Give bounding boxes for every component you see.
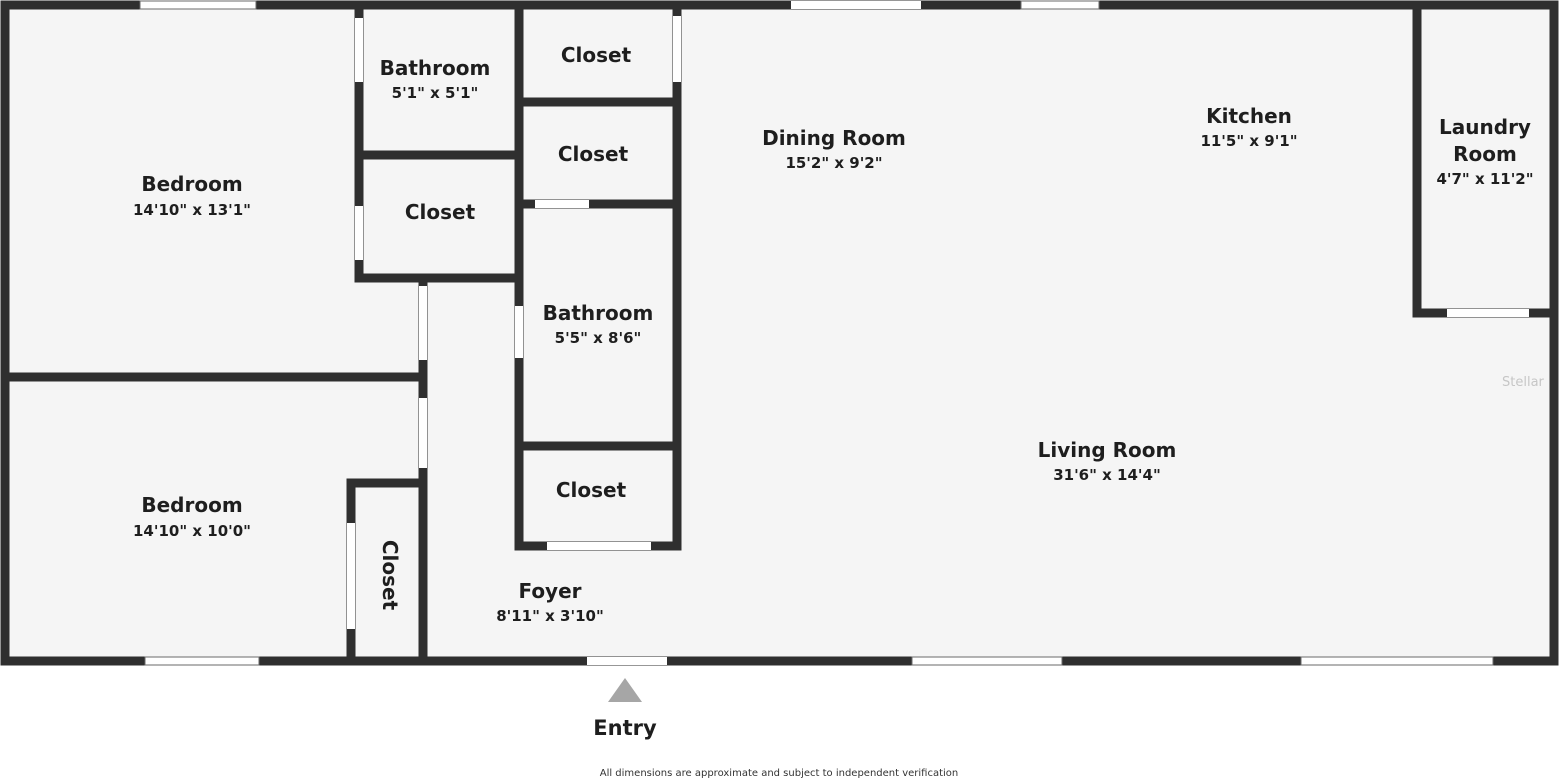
closet-low-name: Closet <box>556 478 627 502</box>
foyer-size: 8'11" x 3'10" <box>496 607 604 625</box>
bedroom-bottom-name: Bedroom <box>141 493 242 517</box>
closet-vertical-name: Closet <box>378 540 402 611</box>
watermark: Stellar <box>1502 375 1545 390</box>
laundry-room-size: 4'7" x 11'2" <box>1436 170 1533 188</box>
closet-top-b-name: Closet <box>558 142 629 166</box>
entry-arrow-icon <box>608 678 642 702</box>
laundry-room-name-line1: Laundry <box>1439 115 1531 139</box>
bathroom-mid-name: Bathroom <box>543 301 654 325</box>
dining-room-name: Dining Room <box>762 126 906 150</box>
disclaimer: All dimensions are approximate and subje… <box>600 768 959 778</box>
bathroom-mid-size: 5'5" x 8'6" <box>555 329 642 347</box>
kitchen-name: Kitchen <box>1206 104 1292 128</box>
bedroom-bottom-size: 14'10" x 10'0" <box>133 522 251 540</box>
dining-room-size: 15'2" x 9'2" <box>785 154 882 172</box>
foyer-name: Foyer <box>518 579 581 603</box>
laundry-room-name-line2: Room <box>1453 142 1517 166</box>
bedroom-top-name: Bedroom <box>141 172 242 196</box>
kitchen-size: 11'5" x 9'1" <box>1200 132 1297 150</box>
floor-area <box>5 5 1554 661</box>
door-openings <box>347 16 1529 629</box>
living-room-name: Living Room <box>1038 438 1177 462</box>
windows <box>139 0 1494 666</box>
living-room-size: 31'6" x 14'4" <box>1053 466 1161 484</box>
bathroom-top-name: Bathroom <box>380 56 491 80</box>
closet-mid-left-name: Closet <box>405 200 476 224</box>
entry-label: Entry <box>593 716 657 740</box>
bedroom-top-size: 14'10" x 13'1" <box>133 201 251 219</box>
bathroom-top-size: 5'1" x 5'1" <box>392 84 479 102</box>
closet-top-a-name: Closet <box>561 43 632 67</box>
